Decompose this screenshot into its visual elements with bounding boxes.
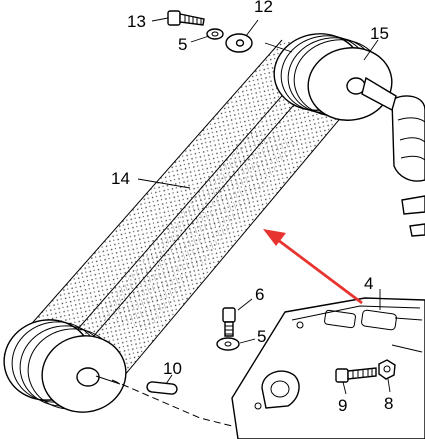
flat-washer-12	[225, 33, 253, 53]
callout-13: 13	[127, 12, 146, 31]
bolt-9	[335, 367, 377, 383]
callout-8: 8	[384, 394, 393, 413]
red-pointer-arrow	[263, 229, 363, 305]
mounting-plate	[231, 297, 425, 439]
motor-housing	[391, 95, 425, 237]
callout-14: 14	[111, 169, 130, 188]
key-10	[146, 381, 178, 395]
callout-12: 12	[254, 0, 273, 16]
lock-washer-top	[206, 28, 224, 40]
callout-15: 15	[370, 24, 389, 43]
callout-9: 9	[338, 396, 347, 415]
callout-5-mid: 5	[257, 327, 266, 346]
bolt-13	[167, 10, 205, 26]
leader-lines	[137, 17, 391, 395]
top-pulley	[273, 33, 397, 121]
conveyor-belt	[3, 39, 386, 396]
callout-6: 6	[255, 285, 264, 304]
bottom-pulley	[3, 319, 127, 413]
callout-10: 10	[163, 359, 182, 378]
callout-5-top: 5	[178, 35, 187, 54]
bolt-6	[222, 307, 236, 337]
nut-8	[378, 359, 396, 380]
lock-washer-mid	[216, 337, 240, 351]
callout-4: 4	[364, 274, 373, 293]
